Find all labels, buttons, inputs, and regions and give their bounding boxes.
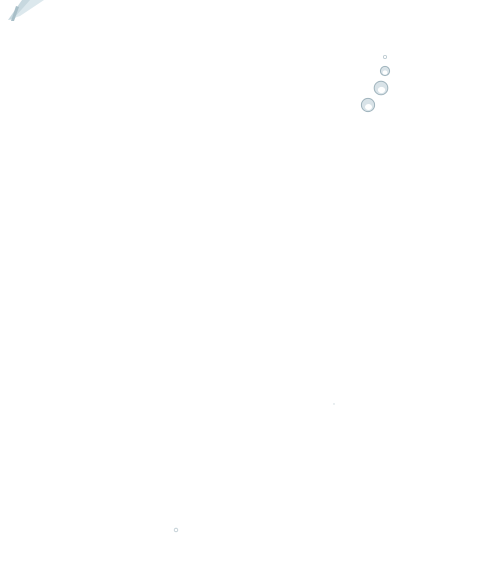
fish-fin-icon xyxy=(8,0,44,21)
bubbles-icon xyxy=(360,55,391,113)
bubble-tiny-icon xyxy=(382,55,387,60)
bubble-dot-icon xyxy=(333,403,335,405)
bubble-dot-icon xyxy=(173,527,179,533)
